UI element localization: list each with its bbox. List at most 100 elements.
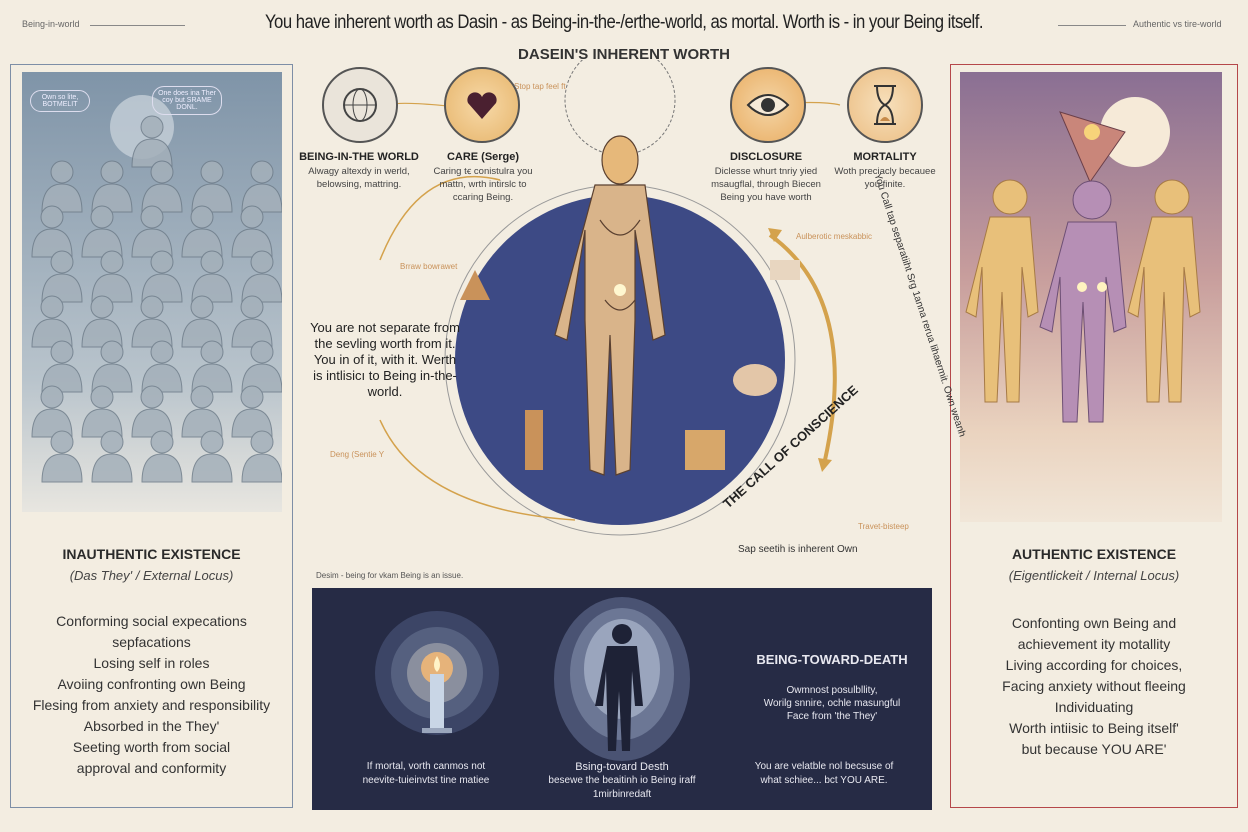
note: Aulberotic meskabbic bbox=[796, 232, 873, 241]
crowd-person bbox=[250, 340, 274, 364]
figure-caption: Bsing-tovard Desth besewe the beaitinh i… bbox=[526, 760, 718, 802]
crowd-illustration: Own so lite, BOTMELIT One does ina Ther … bbox=[22, 72, 283, 512]
crowd-person bbox=[240, 295, 264, 319]
concept-desc: Caring tꞓ conistulra you mattn, wrth int… bbox=[433, 166, 533, 203]
crowd-person bbox=[100, 250, 124, 274]
three-figures bbox=[965, 97, 1201, 423]
thought-bubble: One does ina Ther coy but SRAME DONL. bbox=[152, 86, 222, 115]
text-line: Face from 'the They' bbox=[786, 711, 878, 722]
crowd-person bbox=[150, 160, 174, 184]
crowd-person bbox=[191, 183, 233, 213]
concept-label: BEING-IN-THE WORLD bbox=[299, 151, 419, 163]
list-item: Conforming social expecations bbox=[56, 613, 247, 629]
crowd-person bbox=[31, 228, 73, 258]
page-title: You have inherent worth as Dasin - as Be… bbox=[264, 12, 984, 33]
text-line: 1mirbinredaft bbox=[592, 789, 652, 800]
crowd-person bbox=[81, 228, 123, 258]
crowd-person bbox=[250, 430, 274, 454]
crowd-person bbox=[140, 295, 164, 319]
crowd-person bbox=[91, 363, 133, 393]
text-line: If mortal, vorth canmos not bbox=[366, 761, 486, 772]
crowd-person bbox=[131, 318, 173, 348]
crowd-person bbox=[200, 430, 224, 454]
list-item: Living according for choices, bbox=[1005, 657, 1183, 673]
crowd-person bbox=[50, 250, 74, 274]
crowd-person bbox=[241, 183, 283, 213]
crowd-person bbox=[140, 205, 164, 229]
crowd-person bbox=[81, 318, 123, 348]
text-line: besewe the beaitinh io Being iraff bbox=[548, 775, 696, 786]
list-item: Individuating bbox=[1054, 699, 1134, 715]
concept-care: CARE (Serge)Caring tꞓ conistulra you mat… bbox=[423, 151, 543, 204]
crowd-person bbox=[250, 250, 274, 274]
crowd-person bbox=[231, 408, 273, 438]
divider bbox=[90, 25, 185, 26]
crowd-figures bbox=[31, 95, 283, 483]
crowd-person bbox=[140, 115, 164, 139]
text-line: Worilg snnire, ochle masungful bbox=[763, 698, 901, 709]
dasein-caption: Desim - being for vkam Being is an issue… bbox=[316, 571, 464, 580]
crowd-person bbox=[190, 385, 214, 409]
header-left-label: Being-in-world bbox=[22, 19, 80, 29]
crowd-person bbox=[100, 160, 124, 184]
list-item: Seeting worth from social bbox=[72, 739, 231, 755]
crowd-person bbox=[190, 205, 214, 229]
concept-icon-disclosure bbox=[730, 67, 806, 143]
crowd-person bbox=[231, 318, 273, 348]
not-separate-text: You are not separate from the sevling wo… bbox=[310, 320, 460, 399]
text-line: You are velatble nol becsuse of bbox=[754, 761, 894, 772]
concept-icon-being-in-world bbox=[322, 67, 398, 143]
concept-label: DISCLOSURE bbox=[729, 151, 803, 163]
crowd-person bbox=[240, 205, 264, 229]
eye-icon bbox=[746, 94, 790, 116]
panel-heading: AUTHENTIC EXISTENCE bbox=[1011, 546, 1177, 562]
concept-desc: Woth preciacly becauee you finite. bbox=[834, 166, 936, 190]
crowd-person bbox=[191, 363, 233, 393]
candle-caption: If mortal, vorth canmos not neevite-tuie… bbox=[332, 760, 520, 788]
crowd-person bbox=[141, 363, 183, 393]
crowd-person bbox=[250, 160, 274, 184]
crowd-person bbox=[81, 408, 123, 438]
crowd-person bbox=[241, 273, 283, 303]
crowd-person bbox=[191, 453, 233, 483]
crowd-person bbox=[41, 273, 83, 303]
crowd-person bbox=[91, 453, 133, 483]
list-item: Absorbed in the They' bbox=[83, 718, 220, 734]
crowd-person bbox=[91, 183, 133, 213]
list-item: Worth intiisic to Being itself' bbox=[1009, 720, 1179, 736]
inauthentic-list: Conforming social expecations sepfacatio… bbox=[11, 611, 292, 779]
crowd-person bbox=[41, 453, 83, 483]
crowd-person bbox=[40, 295, 64, 319]
globe-icon bbox=[343, 88, 377, 122]
crowd-person bbox=[131, 138, 173, 168]
crowd-person bbox=[190, 295, 214, 319]
list-item: achievement ity motallity bbox=[1017, 636, 1171, 652]
crowd-person bbox=[150, 340, 174, 364]
text-line: what schiee... bct YOU ARE. bbox=[760, 775, 888, 786]
list-item: Avoiing confronting own Being bbox=[57, 676, 246, 692]
crowd-person bbox=[150, 250, 174, 274]
call-of-conscience-sub: Sap seetih is inherent Own bbox=[738, 544, 858, 555]
death-heading: BEING-TOWARD-DEATH bbox=[756, 652, 908, 667]
crowd-person bbox=[100, 340, 124, 364]
death-desc: Owmnost posulbllity, Worilg snnire, ochl… bbox=[732, 684, 932, 723]
crowd-person bbox=[191, 273, 233, 303]
text-line: Bsing-tovard Desth bbox=[575, 761, 669, 773]
crowd-person bbox=[131, 228, 173, 258]
crowd-person bbox=[50, 430, 74, 454]
panel-subheading: (Das They' / External Locus) bbox=[69, 568, 234, 583]
list-item: Flesing from anxiety and responsibility bbox=[32, 697, 271, 713]
crowd-person bbox=[200, 340, 224, 364]
list-item: but because YOU ARE' bbox=[1021, 741, 1167, 757]
concept-desc: Diclesse whurt tnriy yied msaugflal, thr… bbox=[711, 166, 821, 203]
being-toward-death-panel: BEING-TOWARD-DEATH Owmnost posulbllity, … bbox=[312, 588, 932, 810]
concept-desc: Alwagy altexdy in werld, belowsing, matt… bbox=[308, 166, 410, 190]
crowd-person bbox=[200, 160, 224, 184]
inauthentic-panel: Own so lite, BOTMELIT One does ina Ther … bbox=[10, 64, 293, 808]
header-right-label: Authentic vs tire-world bbox=[1133, 19, 1222, 29]
crowd-person bbox=[131, 408, 173, 438]
concept-being-in-world: BEING-IN-THE WORLD Alwagy altexdy in werl… bbox=[298, 151, 420, 191]
page-title-wrap: You have inherent worth as Dasin - as Be… bbox=[0, 12, 1248, 34]
authentic-panel: AUTHENTIC EXISTENCE (Eigentlickeit / Int… bbox=[950, 64, 1238, 808]
crowd-person bbox=[150, 430, 174, 454]
